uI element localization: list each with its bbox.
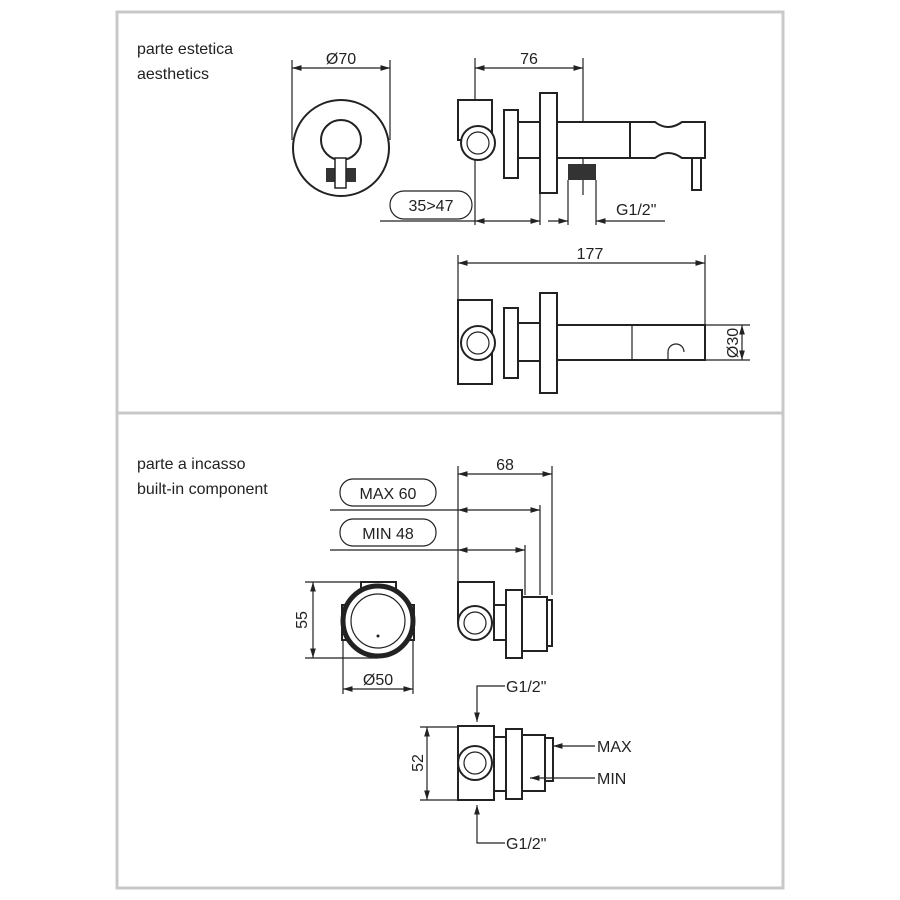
dim-diameter-30: Ø30 xyxy=(725,328,742,358)
side-view-1 xyxy=(380,58,706,225)
label-g12-inlet: G1/2" xyxy=(506,679,546,696)
dim-diameter-70: Ø70 xyxy=(326,51,356,68)
dim-max-60: MAX 60 xyxy=(360,486,417,503)
builtin-side-view xyxy=(457,581,553,659)
dim-35-47: 35>47 xyxy=(409,198,454,215)
dim-68: 68 xyxy=(496,457,514,474)
label-max: MAX xyxy=(597,739,632,756)
label-g12-outlet: G1/2" xyxy=(506,836,546,853)
builtin-subtitle: built-in component xyxy=(137,481,268,498)
aesthetics-title: parte estetica xyxy=(137,41,233,58)
front-view-rosette xyxy=(291,60,391,197)
label-min: MIN xyxy=(597,771,626,788)
builtin-top-view xyxy=(420,685,595,844)
dim-g12-thread: G1/2" xyxy=(616,202,656,219)
dim-diameter-50: Ø50 xyxy=(363,672,393,689)
frame xyxy=(115,10,785,890)
dim-177: 177 xyxy=(577,246,604,263)
builtin-front-view xyxy=(305,581,416,694)
side-view-2 xyxy=(457,255,750,394)
aesthetics-subtitle: aesthetics xyxy=(137,66,209,83)
builtin-depth-dims xyxy=(330,466,553,595)
dim-55: 55 xyxy=(294,611,311,629)
dim-min-48: MIN 48 xyxy=(362,526,414,543)
builtin-title: parte a incasso xyxy=(137,456,246,473)
dim-76: 76 xyxy=(520,51,538,68)
dim-52: 52 xyxy=(410,754,427,772)
